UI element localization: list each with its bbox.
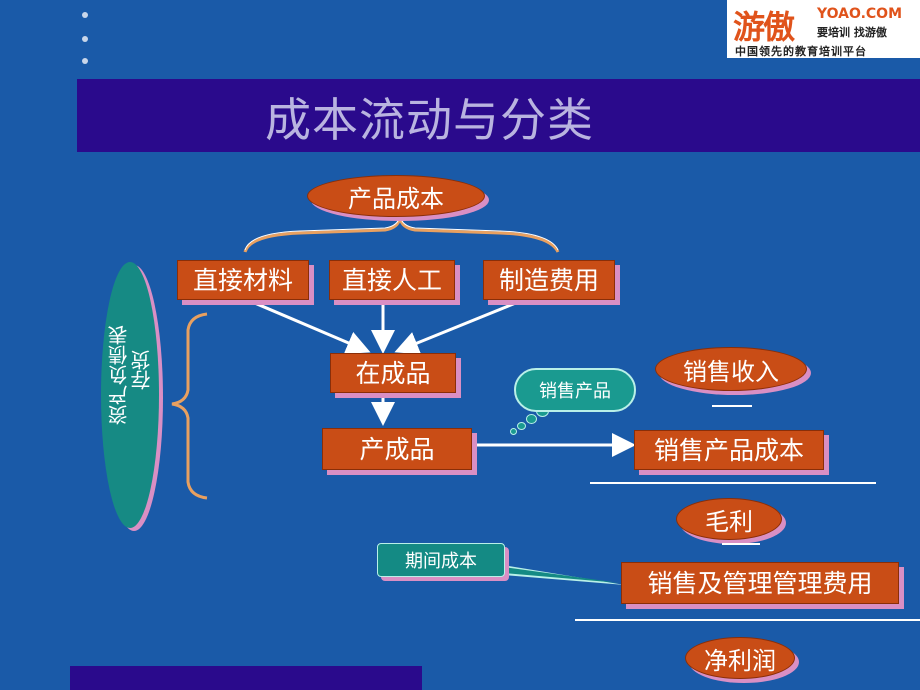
page-title: 成本流动与分类 bbox=[265, 93, 594, 147]
logo-domain: YOAO.COM bbox=[817, 6, 903, 22]
thought-bubble bbox=[517, 422, 526, 430]
selling-admin-box: 销售及管理管理费用 bbox=[621, 562, 899, 604]
minus-sign bbox=[712, 405, 752, 407]
thought-bubble bbox=[510, 428, 517, 435]
period-cost-callout: 期间成本 bbox=[377, 543, 505, 577]
arrow-material bbox=[242, 296, 371, 354]
overhead-box: 制造费用 bbox=[483, 260, 615, 300]
decor-dot bbox=[82, 12, 88, 18]
period-pointer bbox=[503, 565, 625, 585]
sales-revenue-oval: 销售收入 bbox=[655, 347, 807, 391]
net-profit-oval: 净利润 bbox=[685, 637, 795, 679]
balance-sheet-line2: 存货 bbox=[130, 350, 154, 390]
logo-slogan: 要培训 找游傲 bbox=[817, 26, 887, 39]
sold-products-cloud: 销售产品 bbox=[514, 368, 636, 412]
bottom-bar bbox=[70, 666, 422, 690]
balance-sheet-oval bbox=[101, 262, 159, 528]
product-cost-oval: 产品成本 bbox=[307, 175, 485, 217]
decor-dot bbox=[82, 58, 88, 64]
minus-sign bbox=[722, 543, 760, 545]
top-brace bbox=[243, 217, 560, 253]
direct-material-box: 直接材料 bbox=[177, 260, 309, 300]
direct-labor-box: 直接人工 bbox=[329, 260, 455, 300]
brand-logo: 游傲 YOAO.COM 要培训 找游傲 中国领先的教育培训平台 bbox=[727, 0, 920, 58]
decor-dot bbox=[82, 36, 88, 42]
wip-box: 在成品 bbox=[330, 353, 456, 393]
logo-tagline: 中国领先的教育培训平台 bbox=[735, 45, 867, 58]
arrow-overhead bbox=[394, 296, 529, 355]
thought-bubble bbox=[526, 414, 537, 424]
gross-profit-oval: 毛利 bbox=[676, 498, 782, 540]
cogs-box: 销售产品成本 bbox=[634, 430, 824, 470]
logo-mark: 游傲 bbox=[733, 8, 795, 46]
left-brace bbox=[171, 312, 208, 500]
finished-goods-box: 产成品 bbox=[322, 428, 472, 470]
title-bar bbox=[77, 79, 920, 152]
